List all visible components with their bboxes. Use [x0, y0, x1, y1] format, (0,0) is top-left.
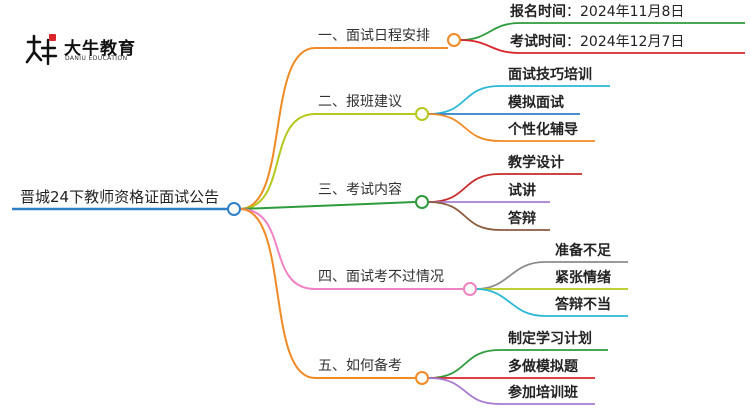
- b1-leaf1-value: ：2024年11月8日: [566, 4, 685, 20]
- b5-leaf1[interactable]: 制定学习计划: [508, 331, 592, 347]
- b1-leaf1-key: 报名时间: [510, 4, 566, 20]
- branch-1-node-dot[interactable]: [447, 33, 461, 47]
- root-node-dot[interactable]: [227, 202, 241, 216]
- branch-4-connector: [239, 208, 463, 290]
- branch-4-node-dot[interactable]: [463, 282, 477, 296]
- b2-leaf3-connector: [427, 113, 595, 142]
- b1-leaf1[interactable]: 报名时间：2024年11月8日: [510, 5, 684, 19]
- branch-5-connector: [239, 208, 415, 379]
- branch-2-node-dot[interactable]: [415, 107, 429, 121]
- b2-leaf1[interactable]: 面试技巧培训: [508, 67, 592, 83]
- b3-leaf1-connector: [427, 173, 582, 203]
- b2-leaf3[interactable]: 个性化辅导: [508, 122, 578, 138]
- branch-3-label[interactable]: 三、考试内容: [318, 182, 402, 198]
- branch-5-node-dot[interactable]: [415, 371, 429, 385]
- branch-3-connector: [239, 201, 416, 210]
- b1-leaf2[interactable]: 考试时间：2024年12月7日: [510, 35, 684, 49]
- b2-leaf2[interactable]: 模拟面试: [508, 95, 564, 111]
- b5-leaf3-connector: [427, 377, 595, 405]
- b4-leaf2[interactable]: 紧张情绪: [555, 270, 611, 286]
- b2-leaf1-connector: [427, 85, 610, 115]
- b1-leaf2-key: 考试时间: [510, 34, 566, 50]
- root-topic[interactable]: 晋城24下教师资格证面试公告: [20, 188, 220, 206]
- branch-2-label[interactable]: 二、报班建议: [318, 94, 402, 110]
- branch-4-label[interactable]: 四、面试考不过情况: [318, 269, 444, 285]
- b4-leaf3[interactable]: 答辩不当: [555, 297, 611, 313]
- b4-leaf1-connector: [475, 261, 628, 290]
- daniu-logo-icon: [25, 34, 58, 66]
- b1-leaf1-connector: [459, 22, 745, 41]
- b1-leaf2-value: ：2024年12月7日: [566, 34, 685, 50]
- b4-leaf3-connector: [475, 288, 628, 317]
- b5-leaf1-connector: [427, 349, 608, 379]
- logo-subtitle: DANIU EDUCATION: [65, 55, 128, 62]
- b1-leaf2-connector: [459, 39, 745, 54]
- branch-3-node-dot[interactable]: [415, 195, 429, 209]
- b3-leaf3-connector: [427, 201, 550, 231]
- b4-leaf1[interactable]: 准备不足: [555, 243, 611, 259]
- branch-1-connector: [239, 47, 448, 210]
- b3-leaf2[interactable]: 试讲: [508, 183, 536, 199]
- b5-leaf3[interactable]: 参加培训班: [508, 385, 578, 401]
- b3-leaf3[interactable]: 答辩: [508, 211, 536, 227]
- b3-leaf1[interactable]: 教学设计: [508, 155, 564, 171]
- brand-logo: 大牛教育 DANIU EDUCATION: [22, 30, 152, 70]
- branch-1-label[interactable]: 一、面试日程安排: [318, 28, 430, 44]
- logo-title: 大牛教育: [64, 39, 136, 59]
- branch-5-label[interactable]: 五、如何备考: [318, 358, 402, 374]
- branch-2-connector: [239, 113, 415, 210]
- b5-leaf2[interactable]: 多做模拟题: [508, 359, 578, 375]
